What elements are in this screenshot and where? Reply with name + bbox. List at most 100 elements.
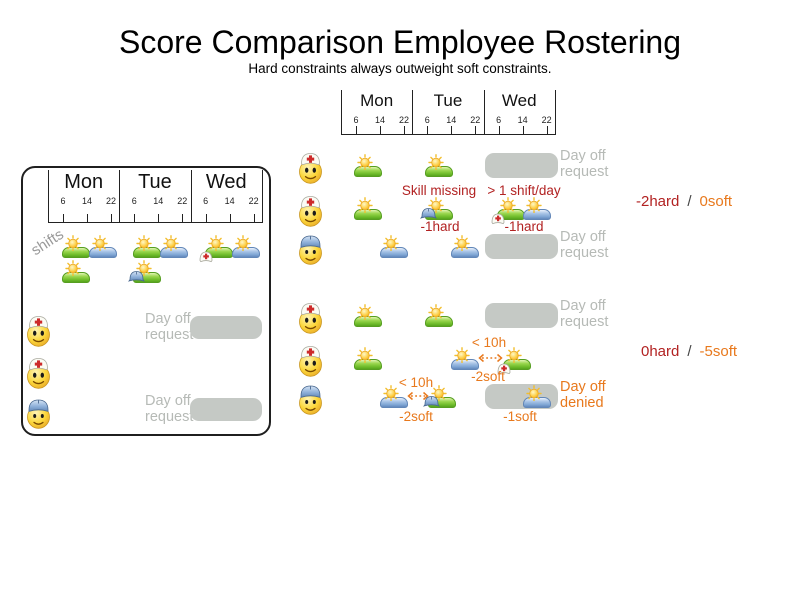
score-hard-value: 0hard (641, 343, 680, 360)
hour-tick-label: 22 (105, 196, 116, 206)
shift-bar-green (62, 272, 90, 283)
sun-icon (136, 235, 152, 251)
constraint-arrow (478, 353, 503, 363)
10h-label: < 10h (398, 375, 434, 390)
tick-mark (111, 214, 112, 222)
shift-bar-blue (451, 359, 480, 370)
day-header-wed: Wed (205, 171, 247, 193)
header-separator (190, 170, 192, 222)
score-soft-value: -5soft (699, 343, 738, 360)
header-separator (48, 170, 49, 222)
header-separator (412, 90, 414, 134)
1hard-label: -1hard (504, 219, 544, 234)
tick-mark (546, 126, 548, 134)
shift-bar-blue (380, 247, 408, 258)
shift-bar-blue (89, 247, 117, 258)
tick-mark (229, 214, 231, 222)
sun-icon (454, 347, 470, 363)
sun-icon (383, 235, 399, 251)
sun-icon (525, 197, 542, 213)
tick-mark (182, 214, 184, 222)
helmet-icon (420, 206, 438, 220)
nurse-avatar (298, 151, 323, 184)
nurse-cap-icon (490, 212, 506, 225)
day-off-box (190, 316, 262, 339)
page-subtitle: Hard constraints always outweight soft c… (248, 61, 552, 76)
sun-icon (383, 385, 399, 401)
sun-icon (357, 304, 373, 320)
nurse-avatar (298, 301, 323, 334)
tick-mark (205, 214, 207, 222)
day-off-request-label: Day off request (560, 148, 609, 180)
tick-mark (522, 126, 524, 134)
tick-mark (158, 214, 160, 222)
day-off-request-label: Day off request (145, 311, 194, 343)
hour-tick-label: 14 (81, 196, 92, 206)
day-header-mon: Mon (360, 91, 394, 110)
tick-mark (427, 126, 429, 134)
sun-icon (92, 235, 108, 251)
sun-icon (357, 347, 373, 363)
header-baseline (341, 134, 556, 135)
1soft-label: -1soft (503, 409, 537, 424)
worker-avatar (298, 232, 323, 265)
hour-tick-label: 6 (353, 115, 359, 125)
shift-bar-green (354, 166, 382, 177)
nurse-avatar (298, 344, 323, 377)
score-hard-value: -2hard (636, 193, 680, 210)
hour-tick-label: 22 (177, 196, 188, 206)
hour-tick-label: 22 (248, 196, 259, 206)
worker-avatar (298, 382, 323, 415)
shift-bar-blue (451, 247, 480, 258)
1-shift-day-label: > 1 shift/day (487, 183, 561, 198)
skill-missing-label: Skill missing (401, 183, 477, 198)
hour-tick-label: 14 (446, 115, 457, 125)
sun-icon (207, 235, 224, 251)
sun-icon (65, 235, 81, 251)
hour-tick-label: 22 (470, 115, 481, 125)
score-separator: / (687, 193, 692, 210)
header-separator (483, 90, 485, 134)
hour-tick-label: 6 (424, 115, 430, 125)
shift-bar-green (354, 359, 382, 370)
hour-tick-label: 6 (203, 196, 209, 206)
day-off-request-label: Day off request (145, 393, 194, 425)
worker-avatar (26, 396, 51, 429)
shift-bar-blue (160, 247, 189, 258)
hour-tick-label: 6 (496, 115, 502, 125)
header-separator (119, 170, 121, 222)
sun-icon (163, 235, 179, 251)
sun-icon (234, 235, 251, 251)
shift-bar-green (425, 316, 454, 327)
tick-mark (380, 126, 381, 134)
hour-tick-label: 6 (131, 196, 137, 206)
tick-mark (253, 214, 255, 222)
page-title: Score Comparison Employee Rostering (118, 24, 682, 60)
sun-icon (505, 347, 522, 363)
score-separator: / (687, 343, 692, 360)
nurse-avatar (26, 356, 51, 389)
2soft-label: -2soft (399, 409, 433, 424)
tick-mark (63, 214, 64, 222)
shift-bar-blue (522, 397, 551, 408)
tick-mark (451, 126, 453, 134)
sun-icon (357, 197, 373, 213)
day-header-tue: Tue (138, 171, 172, 193)
helmet-icon (128, 269, 146, 283)
shift-bar-green (354, 209, 382, 220)
day-off-box (190, 398, 262, 421)
sun-icon (136, 260, 152, 276)
score-soft-broken: 0hard / -5soft (641, 343, 737, 360)
day-off-request-label: Day off request (560, 298, 609, 330)
nurse-cap-icon (198, 250, 214, 263)
day-off-box (485, 153, 559, 178)
header-separator (341, 90, 342, 134)
hour-tick-label: 14 (517, 115, 528, 125)
10h-label: < 10h (471, 335, 507, 350)
header-baseline (48, 222, 263, 223)
sun-icon (499, 197, 516, 213)
nurse-cap-icon (496, 362, 512, 375)
constraint-arrow (407, 391, 429, 401)
